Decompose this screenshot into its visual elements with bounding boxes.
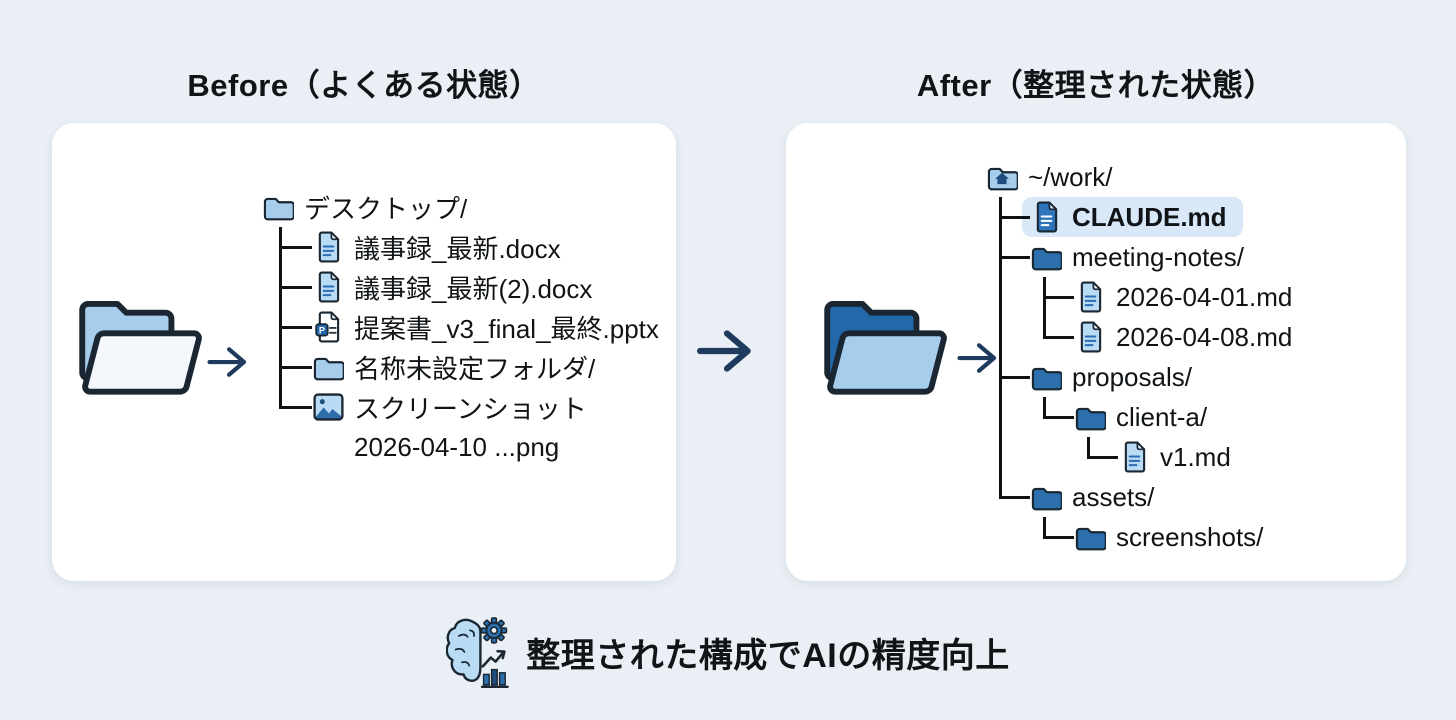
- folder-icon: [1074, 520, 1106, 554]
- highlight-pill: CLAUDE.md: [1022, 197, 1243, 237]
- tree-connector: [986, 397, 1030, 437]
- tree-label: client-a/: [1116, 401, 1208, 432]
- tree-connector: [1030, 277, 1074, 317]
- document-icon: [1030, 200, 1062, 234]
- tree-row: 名称未設定フォルダ/: [262, 347, 659, 387]
- tree-label: スクリーンショット: [354, 393, 587, 424]
- document-icon: [1074, 320, 1106, 354]
- folder-icon: [262, 190, 294, 224]
- svg-text:P: P: [319, 325, 325, 335]
- caption: 整理された構成でAIの精度向上: [0, 602, 1456, 702]
- tree-connector: [262, 307, 312, 347]
- document-icon: [312, 230, 344, 264]
- tree-row: 議事録_最新.docx: [262, 227, 659, 267]
- tree-row: 2026-04-10 ...png: [262, 427, 659, 467]
- tree-label: 提案書_v3_final_最終.pptx: [354, 313, 659, 344]
- tree-indent: [1030, 437, 1074, 477]
- tree-connector: [986, 477, 1030, 517]
- organized-open-folder-icon: [823, 300, 953, 400]
- tree-label: デスクトップ/: [304, 193, 468, 224]
- after-title: After（整理された状態）: [916, 68, 1276, 103]
- messy-open-folder-icon: [78, 300, 208, 400]
- powerpoint-file-icon: P: [312, 310, 344, 344]
- tree-label: proposals/: [1072, 361, 1192, 392]
- tree-row: proposals/: [986, 357, 1292, 397]
- tree-label: CLAUDE.md: [1072, 201, 1227, 232]
- tree-connector: [986, 237, 1030, 277]
- tree-row: 2026-04-08.md: [986, 317, 1292, 357]
- tree-row: デスクトップ/: [262, 187, 659, 227]
- tree-label: 議事録_最新.docx: [354, 233, 561, 264]
- tree-connector: [986, 317, 1030, 357]
- tree-label: meeting-notes/: [1072, 241, 1244, 272]
- tree-label: 議事録_最新(2).docx: [354, 273, 593, 304]
- folder-icon: [1030, 360, 1062, 394]
- before-title: Before（よくある状態）: [187, 68, 541, 103]
- tree-label: 2026-04-10 ...png: [354, 431, 560, 462]
- arrow-right-icon: [206, 344, 252, 380]
- tree-connector: [1074, 437, 1118, 477]
- arrow-right-icon: [956, 340, 1002, 376]
- folder-icon: [1074, 400, 1106, 434]
- tree-label: ~/work/: [1028, 161, 1113, 192]
- tree-row: ~/work/: [986, 157, 1292, 197]
- after-card: ~/work/CLAUDE.md meeting-notes/2026-04-01…: [786, 123, 1406, 581]
- tree-label: 2026-04-01.md: [1116, 281, 1293, 312]
- folder-icon: [1030, 240, 1062, 274]
- tree-row: assets/: [986, 477, 1292, 517]
- tree-row: 議事録_最新(2).docx: [262, 267, 659, 307]
- tree-label: screenshots/: [1116, 521, 1264, 552]
- tree-label: 2026-04-08.md: [1116, 321, 1293, 352]
- home-folder-icon: [986, 160, 1018, 194]
- tree-row: スクリーンショット: [262, 387, 659, 427]
- tree-connector: [262, 347, 312, 387]
- tree-connector: [986, 437, 1030, 477]
- tree-connector: [262, 227, 312, 267]
- document-icon: [1074, 280, 1106, 314]
- tree-connector: [1030, 317, 1074, 357]
- brain-gear-chart-icon: [445, 615, 510, 689]
- tree-connector: [986, 277, 1030, 317]
- tree-indent: [986, 517, 1030, 557]
- after-file-tree: ~/work/CLAUDE.md meeting-notes/2026-04-01…: [986, 157, 1292, 557]
- tree-row: CLAUDE.md: [986, 197, 1292, 237]
- document-icon: [1118, 440, 1150, 474]
- tree-label: 名称未設定フォルダ/: [354, 353, 596, 384]
- tree-row: 2026-04-01.md: [986, 277, 1292, 317]
- tree-connector: [1030, 397, 1074, 437]
- transform-arrow-icon: [696, 326, 758, 376]
- tree-row: client-a/: [986, 397, 1292, 437]
- tree-row: screenshots/: [986, 517, 1292, 557]
- tree-connector: [262, 267, 312, 307]
- document-icon: [312, 270, 344, 304]
- image-file-icon: [312, 390, 344, 424]
- tree-label: assets/: [1072, 481, 1155, 512]
- folder-icon: [1030, 480, 1062, 514]
- folder-icon: [312, 350, 344, 384]
- tree-connector: [262, 387, 312, 427]
- tree-row: v1.md: [986, 437, 1292, 477]
- tree-connector: [986, 197, 1030, 237]
- tree-row: P 提案書_v3_final_最終.pptx: [262, 307, 659, 347]
- tree-connector: [986, 357, 1030, 397]
- caption-text: 整理された構成でAIの精度向上: [526, 636, 1010, 675]
- tree-connector: [1030, 517, 1074, 557]
- tree-label: v1.md: [1160, 441, 1231, 472]
- tree-indent: [262, 427, 312, 467]
- tree-row: meeting-notes/: [986, 237, 1292, 277]
